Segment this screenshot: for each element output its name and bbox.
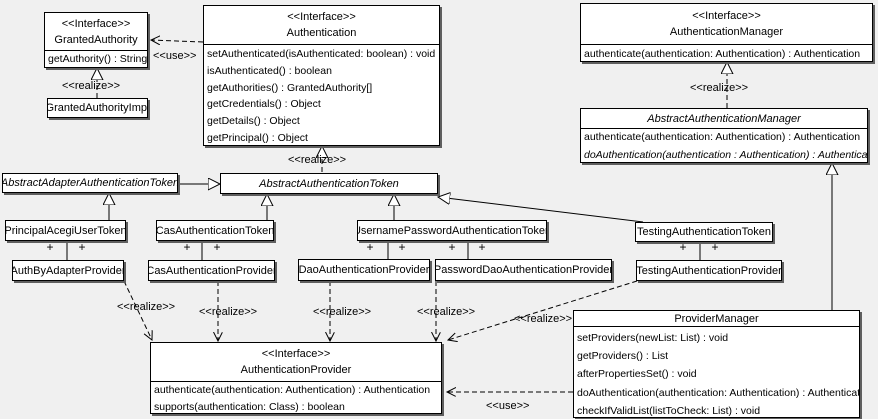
class-name: AuthByAdapterProvider: [12, 264, 124, 277]
class-method: supports(authentication: Class) : boolea…: [154, 401, 345, 413]
class-name: ProviderManager: [674, 312, 759, 325]
label-multiplicity-plus-cas-left: +: [183, 240, 191, 254]
class-method: authenticate(authentication: Authenticat…: [584, 131, 861, 143]
class-box-provider-manager: ProviderManager setProviders(newList: Li…: [573, 310, 860, 418]
class-box-authentication: <<Interface>> Authentication setAuthenti…: [203, 5, 440, 146]
label-realize-testingauthenticationprovider: <<realize>>: [514, 313, 573, 325]
label-multiplicity-plus-dao-left: +: [366, 240, 374, 254]
class-name: AbstractAdapterAuthenticationToken: [2, 177, 178, 189]
class-box-testing-authentication-provider: TestingAuthenticationProvider: [636, 260, 782, 281]
class-method: getCredentials() : Object: [207, 98, 321, 111]
edge-realize-authbyadapter-to-authprovider: [123, 280, 152, 340]
class-method: afterPropertiesSet() : void: [577, 368, 697, 381]
edge-realize-testingprovider-to-authprovider: [448, 280, 638, 340]
label-realize-authbyadapterprovider: <<realize>>: [117, 301, 176, 313]
label-multiplicity-plus-principal-right: +: [78, 240, 86, 254]
class-method: getDetails() : Object: [207, 115, 300, 128]
class-stereotype: <<Interface>>: [261, 348, 331, 360]
class-stereotype: <<Interface>>: [692, 10, 761, 22]
class-box-abstract-authentication-token: AbstractAuthenticationToken: [220, 173, 438, 194]
class-box-password-dao-authentication-provider: PasswordDaoAuthenticationProvider: [435, 259, 612, 281]
class-box-username-password-authentication-token: UsernamePasswordAuthenticationToken: [357, 220, 547, 241]
class-method: setAuthenticated(isAuthenticated: boolea…: [207, 48, 436, 60]
class-method: checkIfValidList(listToCheck: List) : vo…: [577, 404, 761, 417]
label-realize-daoauthenticationprovider: <<realize>>: [313, 306, 372, 318]
class-box-granted-authority-impl: GrantedAuthorityImpl: [47, 98, 148, 118]
class-name: Authentication: [286, 27, 357, 39]
class-name: PasswordDaoAuthenticationProvider: [435, 264, 612, 276]
class-method: authenticate(authentication: Authenticat…: [154, 384, 431, 396]
class-method: getProviders() : List: [577, 350, 669, 363]
class-name: AuthenticationProvider: [240, 364, 352, 376]
class-box-cas-authentication-token: CasAuthenticationToken: [156, 220, 274, 241]
class-box-cas-authentication-provider: CasAuthenticationProvider: [148, 260, 275, 281]
class-name: TestingAuthenticationProvider: [636, 264, 782, 277]
class-box-authentication-provider: <<Interface>> AuthenticationProvider aut…: [150, 342, 442, 414]
label-multiplicity-plus-principal-left: +: [46, 240, 54, 254]
class-stereotype: <<Interface>>: [61, 18, 131, 30]
class-method: setProviders(newList: List) : void: [577, 332, 729, 344]
label-multiplicity-plus-passworddao-right: +: [478, 240, 486, 254]
class-name: AuthenticationManager: [669, 26, 784, 38]
class-name: TestingAuthenticationToken: [637, 226, 771, 238]
class-name: DaoAuthenticationProvider: [298, 264, 430, 276]
class-box-authentication-manager: <<Interface>> AuthenticationManager auth…: [580, 3, 873, 62]
class-method-abstract: doAuthentication(authentication : Authen…: [584, 148, 867, 161]
class-box-testing-authentication-token: TestingAuthenticationToken: [635, 222, 773, 242]
label-realize-grantedauthorityimpl: <<realize>>: [62, 80, 121, 92]
class-method: getAuthorities() : GrantedAuthority[]: [207, 81, 373, 94]
label-realize-passworddaoauthenticationprovider: <<realize>>: [417, 306, 476, 318]
class-method: authenticate(authentication: Authenticat…: [584, 48, 861, 60]
label-multiplicity-plus-passworddao-left: +: [448, 240, 456, 254]
label-realize-abstractauthenticationtoken: <<realize>>: [288, 154, 347, 166]
class-box-abstract-adapter-authentication-token: AbstractAdapterAuthenticationToken: [2, 173, 178, 193]
class-name: CasAuthenticationToken: [156, 224, 274, 237]
label-multiplicity-plus-cas-right: +: [213, 240, 221, 254]
class-box-dao-authentication-provider: DaoAuthenticationProvider: [298, 259, 430, 281]
label-multiplicity-plus-dao-right: +: [398, 240, 406, 254]
class-box-auth-by-adapter-provider: AuthByAdapterProvider: [12, 260, 124, 281]
class-name: GrantedAuthority: [54, 34, 138, 46]
class-method: getAuthority() : String: [48, 53, 147, 65]
label-use-providermanager-authprovider: <<use>>: [486, 400, 530, 412]
class-name: CasAuthenticationProvider: [148, 264, 275, 277]
class-name: AbstractAuthenticationManager: [647, 112, 801, 125]
class-name: UsernamePasswordAuthenticationToken: [357, 224, 547, 237]
class-stereotype: <<Interface>>: [287, 11, 356, 23]
class-name: AbstractAuthenticationToken: [259, 177, 399, 190]
edge-generalization-testing-token-to-abstract-token: [438, 197, 644, 223]
class-box-granted-authority: <<Interface>> GrantedAuthority getAuthor…: [44, 12, 148, 68]
class-name: GrantedAuthorityImpl: [47, 102, 148, 114]
label-realize-abstractauthenticationmanager: <<realize>>: [690, 82, 749, 94]
class-box-principal-acegi-user-token: PrincipalAcegiUserToken: [5, 220, 126, 241]
label-realize-casauthenticationprovider: <<realize>>: [199, 306, 258, 318]
label-multiplicity-plus-testing-right: +: [711, 240, 719, 254]
label-multiplicity-plus-testing-left: +: [679, 240, 687, 254]
class-method: doAuthentication(authentication: Authent…: [577, 386, 859, 399]
class-name: PrincipalAcegiUserToken: [5, 224, 126, 237]
edge-use-authentication-to-grantedauthority: [151, 40, 204, 42]
class-method: isAuthenticated() : boolean: [207, 64, 332, 77]
class-box-abstract-authentication-manager: AbstractAuthenticationManager authentica…: [580, 108, 868, 163]
class-method: getPrincipal() : Object: [207, 131, 308, 144]
label-use-authentication-grantedauthority: <<use>>: [153, 50, 197, 62]
